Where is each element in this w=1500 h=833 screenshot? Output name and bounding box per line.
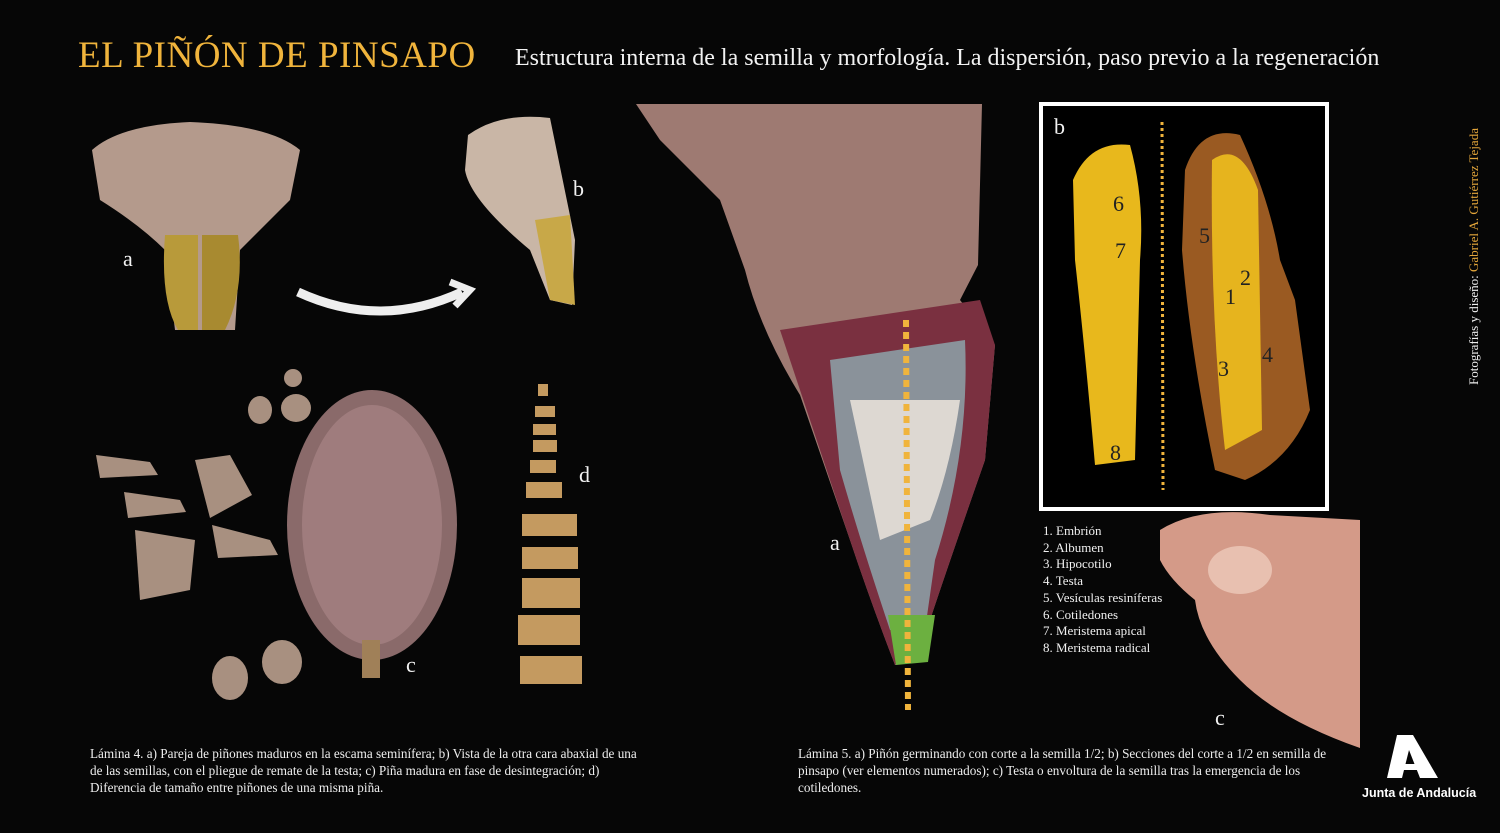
caption-lamina-5: Lámina 5. a) Piñón germinando con corte … bbox=[798, 746, 1327, 795]
label-4c: c bbox=[406, 652, 416, 677]
num-2: 2 bbox=[1240, 265, 1251, 290]
page-title: EL PIÑÓN DE PINSAPO bbox=[78, 35, 476, 76]
num-1: 1 bbox=[1225, 284, 1236, 309]
seed-section-left bbox=[1073, 144, 1142, 465]
label-4b: b bbox=[573, 176, 584, 201]
credit-prefix: Fotografías y diseño: bbox=[1466, 271, 1481, 385]
legend-item: 1. Embrión bbox=[1043, 523, 1102, 538]
photo-single-seed bbox=[465, 116, 575, 305]
legend-item: 5. Vesículas resiníferas bbox=[1043, 589, 1163, 605]
label-5c: c bbox=[1215, 705, 1225, 730]
credit-name: Gabriel A. Gutiérrez Tejada bbox=[1466, 128, 1481, 272]
legend-item: 4. Testa bbox=[1043, 573, 1084, 589]
num-8: 8 bbox=[1110, 440, 1121, 465]
photo-scattered-seeds bbox=[96, 369, 311, 700]
photo-seed-pair-on-scale bbox=[92, 122, 300, 330]
legend-item: 8. Meristema radical bbox=[1043, 639, 1151, 655]
num-4: 4 bbox=[1262, 342, 1273, 367]
num-5: 5 bbox=[1199, 223, 1210, 248]
photo-credit: Fotografías y diseño: Gabriel A. Gutiérr… bbox=[1466, 128, 1482, 385]
photo-germinating-seed bbox=[636, 104, 995, 711]
num-3: 3 bbox=[1218, 356, 1229, 381]
num-7: 7 bbox=[1115, 238, 1126, 263]
num-6: 6 bbox=[1113, 191, 1124, 216]
caption-lamina-4: Lámina 4. a) Pareja de piñones maduros e… bbox=[90, 746, 637, 795]
photo-cone bbox=[287, 390, 457, 678]
photo-seed-size-series bbox=[518, 384, 582, 684]
legend-item: 2. Albumen bbox=[1043, 539, 1104, 555]
label-4d: d bbox=[579, 462, 590, 487]
legend-item: 3. Hipocotilo bbox=[1043, 556, 1112, 572]
legend-item: 6. Cotiledones bbox=[1043, 606, 1119, 622]
logo-text: Junta de Andalucía bbox=[1362, 786, 1477, 800]
cut-line bbox=[903, 319, 911, 711]
page-subtitle: Estructura interna de la semilla y morfo… bbox=[515, 45, 1380, 71]
legend-item: 7. Meristema apical bbox=[1043, 623, 1146, 639]
label-5b: b bbox=[1054, 114, 1065, 139]
junta-logo-icon bbox=[1387, 735, 1438, 778]
legend-list: 1. Embrión 2. Albumen 3. Hipocotilo 4. T… bbox=[1043, 523, 1162, 657]
arrow-icon bbox=[296, 287, 464, 316]
label-4a: a bbox=[123, 246, 133, 271]
photo-hand-with-seed-coat bbox=[1160, 512, 1360, 748]
label-5a: a bbox=[830, 530, 840, 555]
